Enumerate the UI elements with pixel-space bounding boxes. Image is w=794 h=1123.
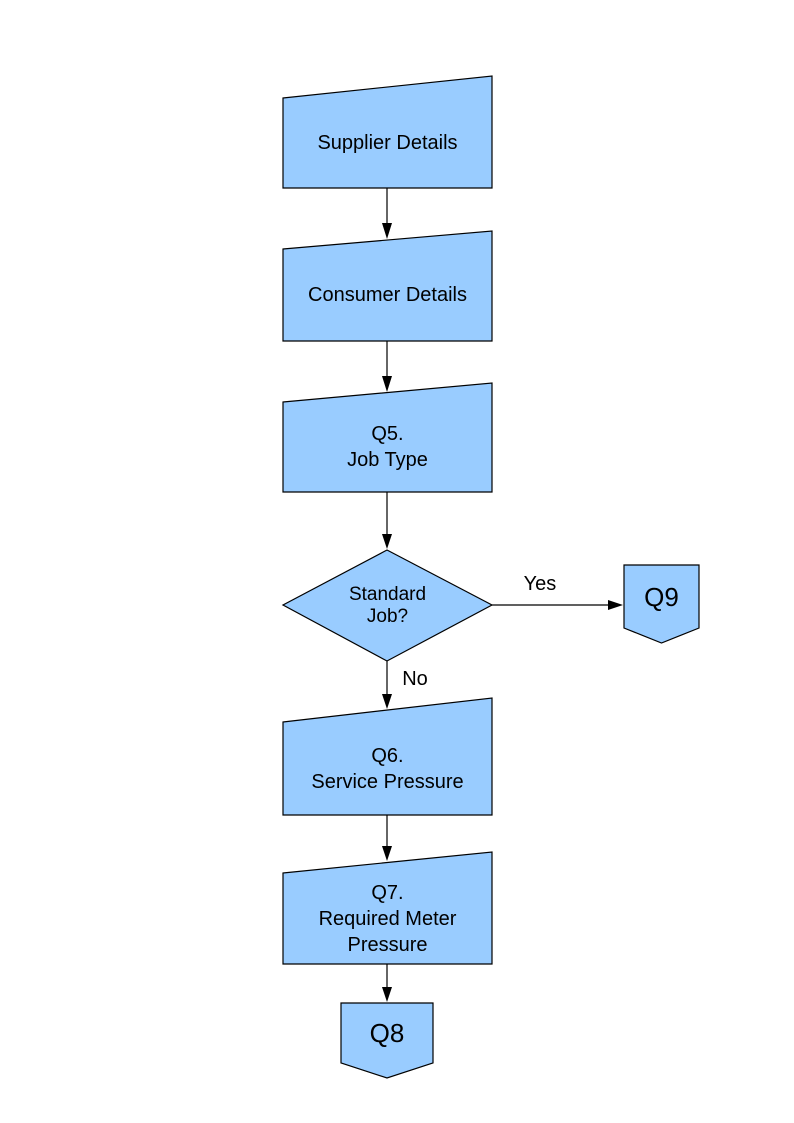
q9-offpage-connector-shape bbox=[623, 564, 700, 644]
edge-q7-to-q8-arrowhead bbox=[382, 987, 392, 1002]
edge-q6-to-q7-arrowhead bbox=[382, 846, 392, 861]
edge-q5-to-decision-arrowhead bbox=[382, 534, 392, 549]
consumer-details-shape bbox=[282, 230, 493, 342]
q5-job-type-shape bbox=[282, 382, 493, 493]
edge-decision-to-q6-arrowhead bbox=[382, 694, 392, 709]
edge-supplier-to-consumer-arrowhead bbox=[382, 223, 392, 239]
q8-offpage-connector-shape bbox=[340, 1002, 434, 1079]
edge-decision-to-q9-arrowhead bbox=[608, 600, 623, 610]
standard-job-decision-shape bbox=[281, 549, 494, 662]
q7-required-meter-pressure-shape bbox=[282, 851, 493, 965]
edge-consumer-to-q5-arrowhead bbox=[382, 376, 392, 392]
supplier-details-shape bbox=[282, 75, 493, 189]
q6-service-pressure-shape bbox=[282, 697, 493, 816]
